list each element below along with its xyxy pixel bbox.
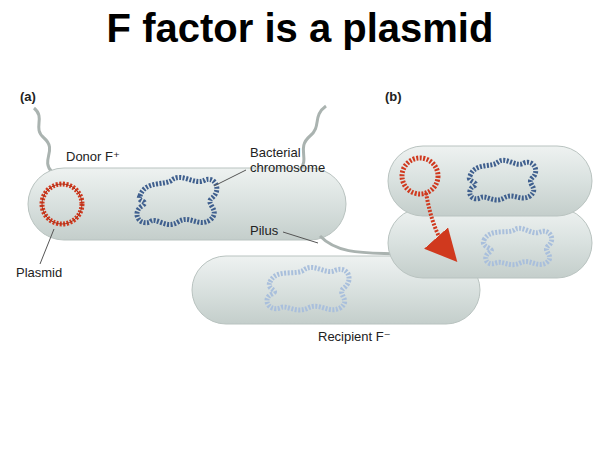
plasmid-ring xyxy=(42,184,82,224)
flagellum xyxy=(34,108,52,172)
leader-line xyxy=(214,170,246,186)
part-label: Pilus xyxy=(250,224,278,239)
panel-label: (b) xyxy=(385,90,402,105)
transferred-strand xyxy=(426,193,452,256)
panel-label: (a) xyxy=(20,90,36,105)
part-label: Bacterial chromosome xyxy=(250,146,334,176)
donor-cell xyxy=(28,168,346,240)
leader-line xyxy=(40,229,54,264)
chromosome xyxy=(267,267,349,310)
cell-label: Donor F⁺ xyxy=(66,150,120,165)
plasmid-ring xyxy=(402,158,438,194)
cell-label: Recipient F⁻ xyxy=(318,330,391,345)
chromosome xyxy=(137,177,217,224)
chromosome xyxy=(469,160,535,200)
recipient-cell xyxy=(388,208,592,278)
page-title: F factor is a plasmid xyxy=(0,6,600,51)
chromosome xyxy=(483,228,551,264)
leader-line xyxy=(283,232,318,243)
part-label: Plasmid xyxy=(16,266,62,281)
plasmid-ring xyxy=(42,184,82,224)
donor-cell xyxy=(388,146,592,216)
